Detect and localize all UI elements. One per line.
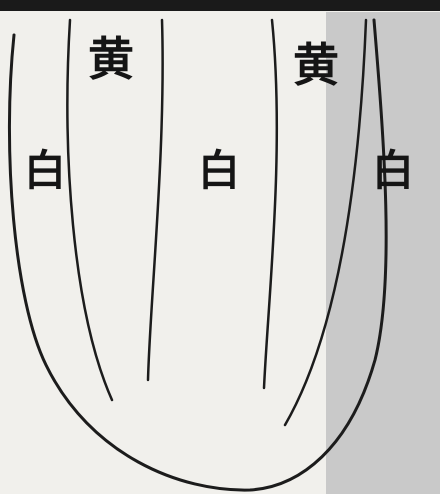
label-yellow-left: 黄 (88, 32, 134, 86)
top-border-rule (0, 0, 440, 11)
label-white-right: 白 (372, 146, 415, 195)
tongue-outline (7, 18, 388, 492)
inner-line-center-left (146, 18, 164, 382)
label-white-left: 白 (24, 146, 67, 195)
right-shaded-margin (326, 12, 440, 494)
label-white-center: 白 (198, 146, 241, 195)
inner-line-center-right (262, 18, 279, 390)
label-yellow-right: 黄 (293, 38, 339, 92)
inner-line-right (283, 18, 368, 427)
inner-line-left (66, 18, 114, 402)
